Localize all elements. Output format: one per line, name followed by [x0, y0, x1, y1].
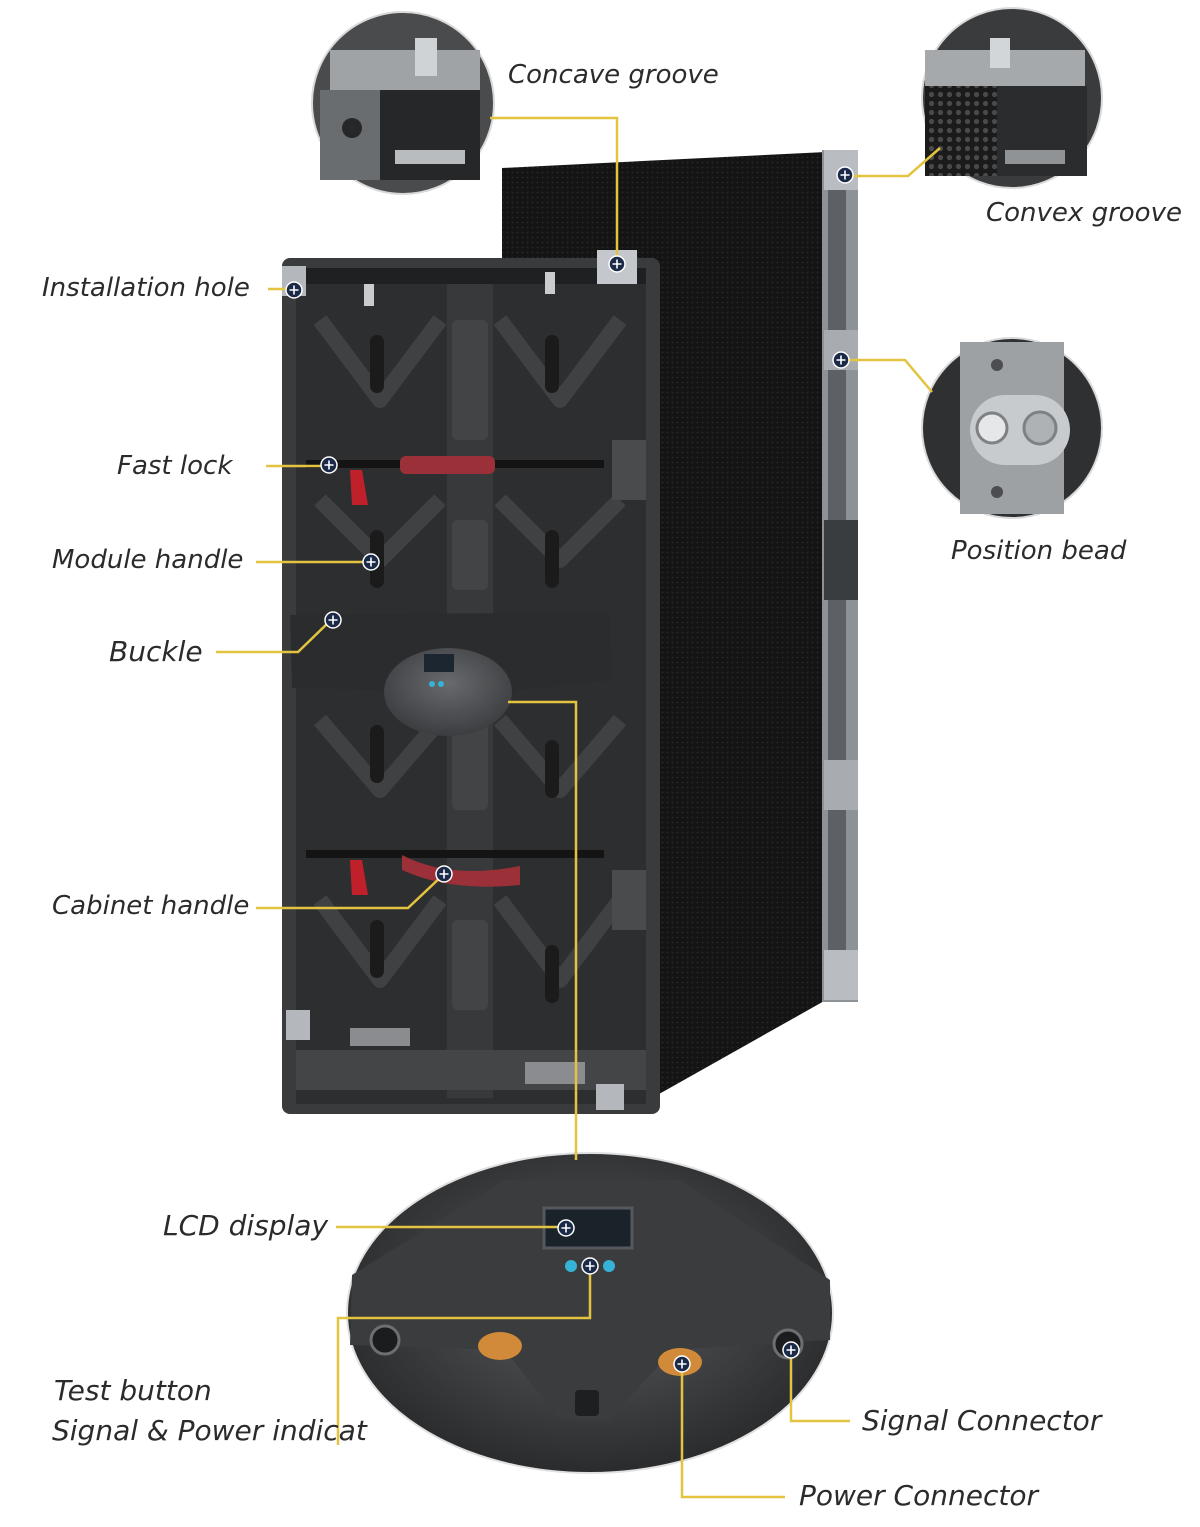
label-position-bead: Position bead: [951, 536, 1127, 566]
cabinet-back: [282, 250, 660, 1114]
marker-cabinet-handle-icon: [435, 865, 453, 883]
leader-concave-groove: [490, 116, 619, 264]
label-installation-hole: Installation hole: [42, 273, 250, 303]
front-led-panel: [502, 150, 858, 1098]
label-power-connector: Power Connector: [799, 1479, 1038, 1512]
label-signal-power-indicator: Signal & Power indicat: [52, 1414, 367, 1447]
leader-signal-connector: [789, 1350, 850, 1423]
marker-module-handle-icon: [362, 553, 380, 571]
marker-concave-groove-icon: [608, 255, 626, 273]
position-bead-detail: [921, 337, 1103, 519]
markers: [285, 166, 854, 1373]
marker-installation-hole-icon: [285, 281, 303, 299]
marker-position-bead-icon: [832, 351, 850, 369]
leader-test-button: [336, 1266, 592, 1445]
label-convex-groove: Convex groove: [986, 198, 1182, 228]
marker-test-button-icon: [581, 1257, 599, 1275]
leader-control-box: [508, 700, 578, 1160]
leader-convex-groove: [845, 147, 941, 178]
marker-lcd-display-icon: [557, 1219, 575, 1237]
label-test-button: Test button: [54, 1374, 212, 1407]
marker-signal-connector-icon: [782, 1341, 800, 1359]
marker-convex-groove-icon: [836, 166, 854, 184]
label-buckle: Buckle: [109, 635, 203, 668]
label-lcd-display: LCD display: [163, 1209, 329, 1242]
label-module-handle: Module handle: [52, 545, 244, 575]
convex-groove-detail: [921, 7, 1103, 189]
leader-power-connector: [680, 1364, 785, 1499]
leader-buckle: [216, 619, 332, 654]
marker-fast-lock-icon: [320, 456, 338, 474]
leader-cabinet-handle: [256, 873, 445, 910]
label-signal-connector: Signal Connector: [862, 1404, 1102, 1437]
concave-groove-detail: [311, 11, 495, 195]
leader-position-bead: [841, 358, 933, 393]
marker-buckle-icon: [324, 611, 342, 629]
label-concave-groove: Concave groove: [508, 60, 719, 90]
label-cabinet-handle: Cabinet handle: [52, 891, 250, 921]
label-fast-lock: Fast lock: [117, 451, 233, 481]
leader-lines: [216, 116, 941, 1499]
marker-power-connector-icon: [673, 1355, 691, 1373]
